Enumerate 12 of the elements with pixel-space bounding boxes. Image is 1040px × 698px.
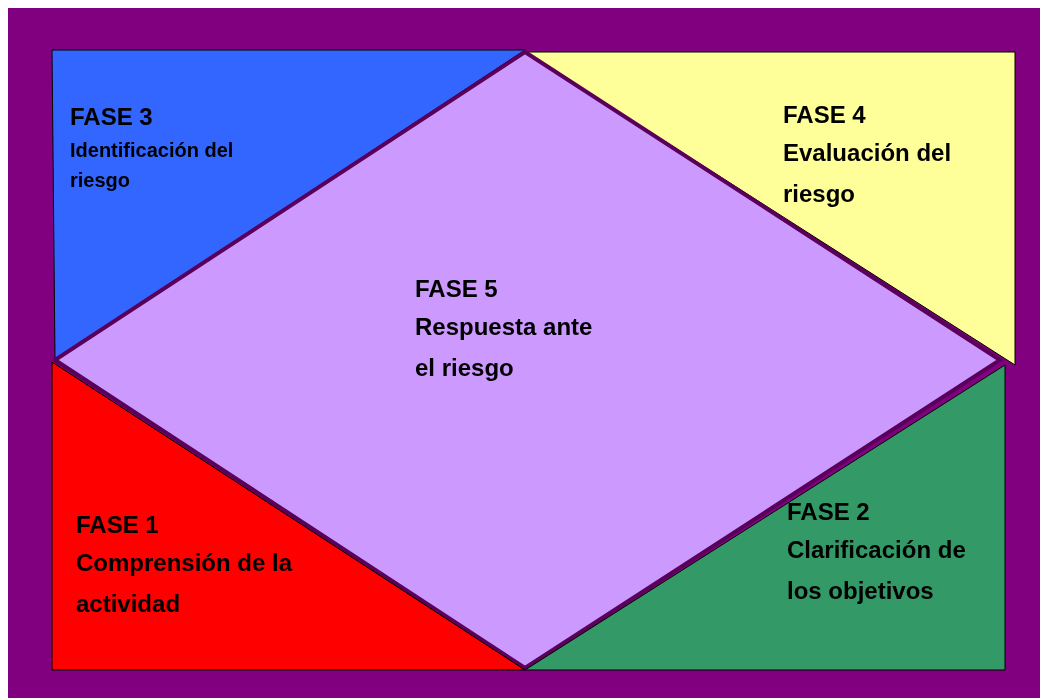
phase-triangle <box>524 364 1006 671</box>
phase-description: Comprensión de la actividad <box>76 547 294 619</box>
phase-number: FASE 3 <box>70 102 154 132</box>
phase-description: Respuesta ante el riesgo <box>415 311 594 383</box>
phase-description: Evaluación del riesgo <box>783 137 953 209</box>
phase-number: FASE 4 <box>783 100 867 130</box>
phase-number: FASE 2 <box>787 497 871 527</box>
phase-description: Identificación del riesgo <box>70 137 235 193</box>
phase-diamond <box>51 49 1004 671</box>
phase-description: Clarificación de los objetivos <box>787 534 967 606</box>
phase-number: FASE 5 <box>415 274 499 304</box>
phase-number: FASE 1 <box>76 510 160 540</box>
